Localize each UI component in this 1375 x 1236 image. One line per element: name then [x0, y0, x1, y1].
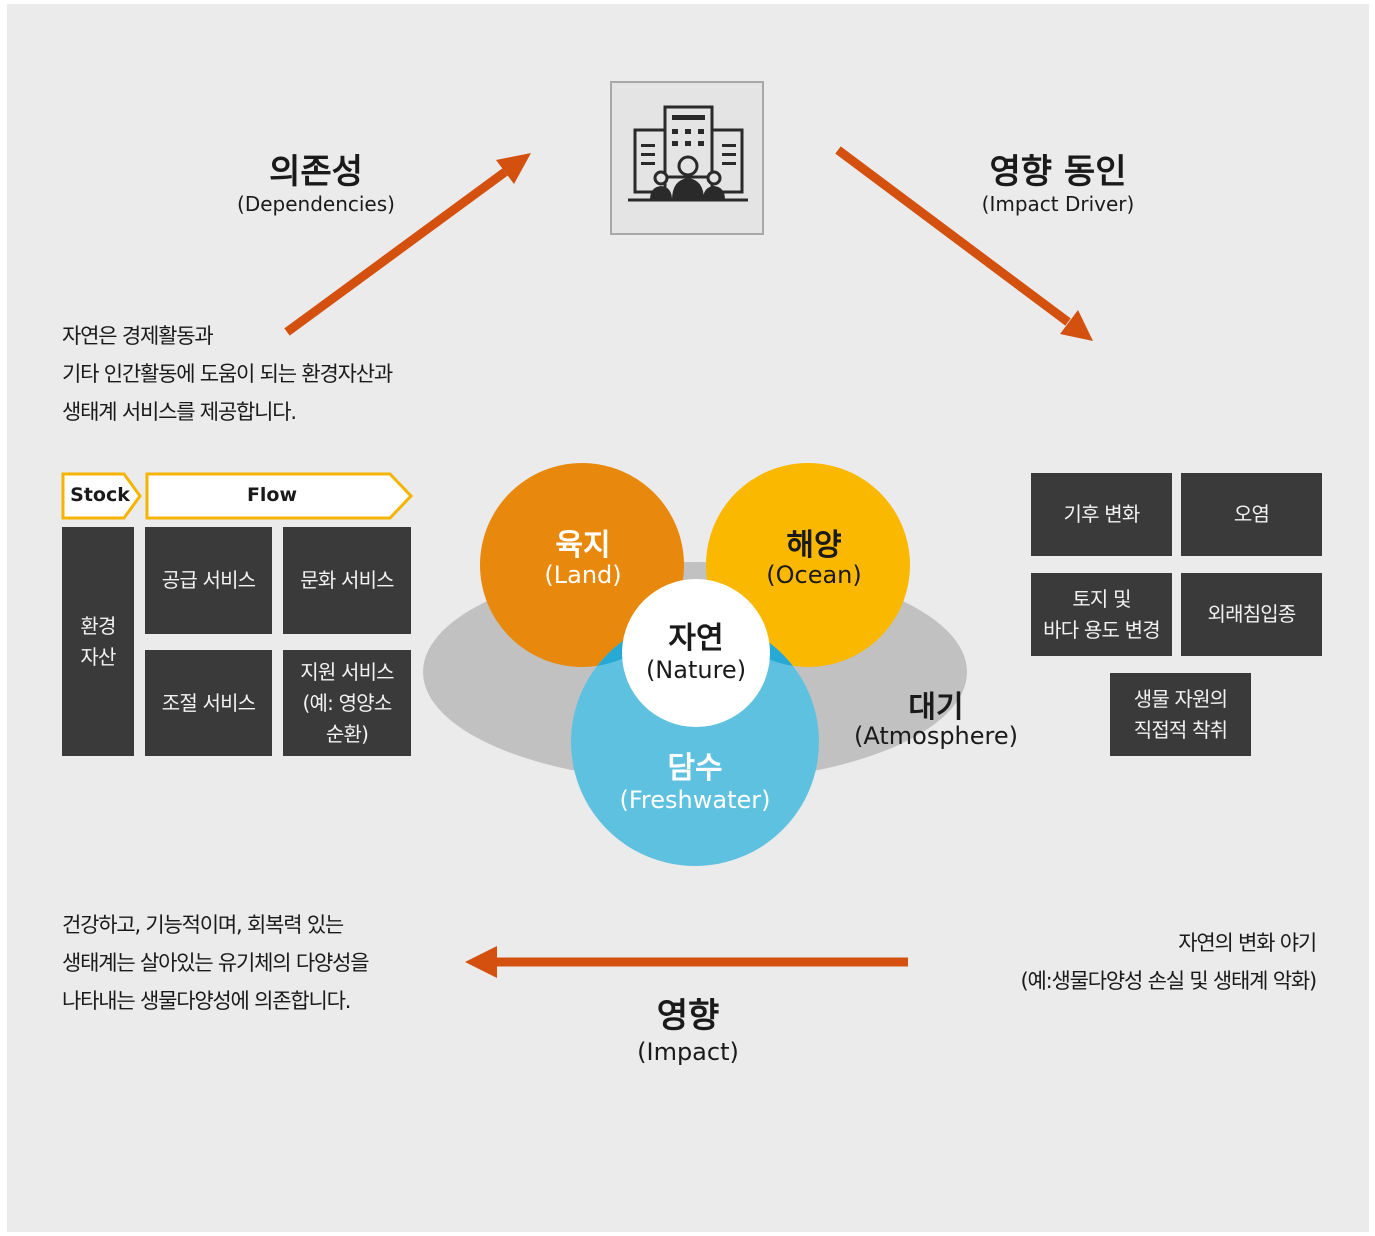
stock-tag	[61, 472, 142, 520]
dependencies-arrow	[284, 153, 531, 336]
atmosphere-en-label: (Atmosphere)	[853, 722, 1018, 750]
impact-driver-title: 영향 동인	[989, 152, 1127, 192]
invasive-species-box: 외래침입종	[1181, 573, 1322, 656]
cultural-service-box: 문화 서비스	[283, 527, 411, 634]
flow-label: Flow	[246, 484, 298, 506]
land-sea-use-change-box: 토지 및 바다 용도 변경	[1031, 573, 1172, 656]
nature-en-label: (Nature)	[645, 656, 747, 684]
box-line: (예: 영양소	[302, 690, 393, 715]
business-building-people-icon	[628, 105, 748, 202]
text-line: 자연의 변화 야기	[1178, 931, 1317, 955]
land-label: 육지	[555, 528, 611, 563]
text-line: 나타내는 생물다양성에 의존합니다.	[62, 989, 351, 1013]
ocean-label: 해양	[786, 528, 842, 563]
impact-arrow	[465, 946, 908, 978]
nature-label: 자연	[668, 621, 724, 656]
impact-driver-arrow	[835, 146, 1093, 341]
nature-circle	[622, 579, 770, 727]
ocean-en-label: (Ocean)	[766, 561, 862, 589]
text-line: 생태계 서비스를 제공합니다.	[62, 400, 297, 424]
box-line: 생물 자원의	[1133, 686, 1228, 711]
box-line: 자산	[80, 644, 116, 669]
text-line: 생태계는 살아있는 유기체의 다양성을	[62, 951, 370, 975]
land-en-label: (Land)	[544, 561, 622, 589]
impact-subtitle: (Impact)	[637, 1038, 739, 1066]
regulating-service-box: 조절 서비스	[145, 650, 272, 756]
pollution-box: 오염	[1181, 473, 1322, 556]
freshwater-label: 담수	[667, 751, 723, 786]
text-line: 자연은 경제활동과	[62, 324, 214, 348]
resource-exploitation-box: 생물 자원의 직접적 착취	[1110, 673, 1251, 756]
supply-service-box: 공급 서비스	[145, 527, 272, 634]
box-line: 환경	[80, 613, 116, 638]
environmental-asset-box: 환경 자산	[62, 527, 134, 756]
biodiversity-dependence-text: 건강하고, 기능적이며, 회복력 있는 생태계는 살아있는 유기체의 다양성을 …	[62, 906, 462, 1020]
text-line: 기타 인간활동에 도움이 되는 환경자산과	[62, 362, 393, 386]
stock-label: Stock	[70, 484, 130, 506]
box-line: 순환)	[325, 721, 369, 746]
supporting-service-box: 지원 서비스 (예: 영양소 순환)	[283, 650, 411, 756]
dependencies-title: 의존성	[269, 152, 363, 192]
text-line: (예:생물다양성 손실 및 생태계 악화)	[1020, 969, 1318, 993]
box-line: 지원 서비스	[300, 659, 394, 684]
box-line: 바다 용도 변경	[1043, 617, 1161, 642]
freshwater-en-label: (Freshwater)	[619, 786, 771, 814]
box-line: 직접적 착취	[1133, 717, 1228, 742]
nature-change-text: 자연의 변화 야기 (예:생물다양성 손실 및 생태계 악화)	[930, 924, 1318, 1000]
climate-change-box: 기후 변화	[1031, 473, 1172, 556]
flow-tag	[145, 472, 414, 520]
atmosphere-label: 대기	[908, 690, 964, 725]
nature-provides-text: 자연은 경제활동과 기타 인간활동에 도움이 되는 환경자산과 생태계 서비스를…	[62, 317, 482, 431]
venn-diagram	[423, 463, 967, 866]
text-line: 건강하고, 기능적이며, 회복력 있는	[62, 913, 344, 937]
dependencies-subtitle: (Dependencies)	[237, 192, 395, 216]
impact-title: 영향	[656, 996, 720, 1036]
impact-driver-subtitle: (Impact Driver)	[981, 192, 1135, 216]
box-line: 토지 및	[1072, 586, 1131, 611]
